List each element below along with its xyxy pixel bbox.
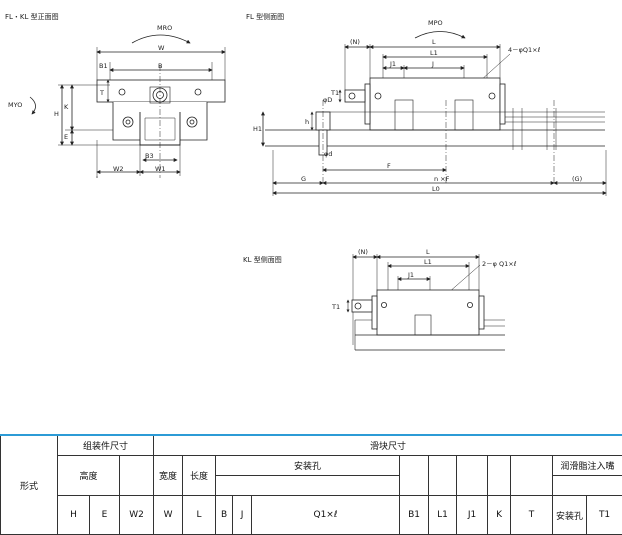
label-n: (N) xyxy=(350,38,360,46)
label-g: G xyxy=(301,175,306,183)
label-kl-j1: J1 xyxy=(407,271,414,279)
header-type: 形式 xyxy=(0,434,58,535)
col-l1: L1 xyxy=(428,495,458,535)
label-k: K xyxy=(64,103,69,111)
col-t: T xyxy=(510,495,554,535)
kl-side-view xyxy=(346,254,505,351)
header-blank-t xyxy=(510,455,554,496)
label-b: B xyxy=(158,62,162,70)
label-l: L xyxy=(432,38,436,46)
header-blank-l1 xyxy=(428,455,458,496)
label-h: H xyxy=(54,110,59,118)
fl-side-view-caption: FL 型侧面图 xyxy=(246,13,285,21)
header-grease-nipple: 润滑脂注入嘴 xyxy=(552,455,622,476)
label-h1: H1 xyxy=(253,125,262,133)
label-f: F xyxy=(387,162,391,170)
header-height: 高度 xyxy=(57,455,120,496)
label-kl-l1: L1 xyxy=(424,258,432,266)
col-h: H xyxy=(57,495,90,535)
label-j: J xyxy=(431,60,434,68)
header-blank-k xyxy=(487,455,512,496)
header-blank-j1 xyxy=(456,455,489,496)
front-view xyxy=(29,34,226,178)
header-mounting-hole: 安装孔 xyxy=(215,455,401,476)
col-lube-hole: 安装孔 xyxy=(552,495,588,535)
label-j1: J1 xyxy=(389,60,396,68)
fl-side-view-labels: MPO (N) L L1 J1 J 4－φQ1×ℓ T1 φD H1 h φd … xyxy=(253,19,582,193)
technical-drawings: MRO W B1 B T MYO H K E B3 W2 W1 xyxy=(8,19,607,351)
kl-side-view-labels: (N) L L1 J1 2－φ Q1×ℓ T1 xyxy=(331,248,517,311)
col-q1: Q1×ℓ xyxy=(251,495,401,535)
label-h-small: h xyxy=(305,118,309,126)
header-assembly-blank xyxy=(118,455,155,496)
label-t: T xyxy=(99,89,104,97)
label-g-right: (G) xyxy=(572,175,582,183)
label-kl-n: (N) xyxy=(358,248,368,256)
col-w: W xyxy=(153,495,184,535)
label-w: W xyxy=(158,44,165,52)
label-l1: L1 xyxy=(430,49,438,57)
col-b: B xyxy=(215,495,234,535)
col-e: E xyxy=(89,495,120,535)
label-kl-holes: 2－φ Q1×ℓ xyxy=(482,260,517,268)
label-t1: T1 xyxy=(330,89,339,97)
header-slider-dimensions: 滑块尺寸 xyxy=(153,434,622,456)
label-b1: B1 xyxy=(99,62,108,70)
label-phi-d-lower: φd xyxy=(324,150,332,158)
header-length: 长度 xyxy=(182,455,217,496)
spec-table: 形式 组装件尺寸 滑块尺寸 高度 宽度 长度 安装孔 润滑脂注入嘴 H E W2… xyxy=(0,434,622,535)
col-k: K xyxy=(487,495,512,535)
col-j: J xyxy=(232,495,253,535)
header-assembly-dimensions: 组装件尺寸 xyxy=(56,434,155,456)
label-e: E xyxy=(64,133,68,141)
fl-side-view xyxy=(261,31,607,196)
header-lube-blank xyxy=(552,475,622,496)
label-w1: W1 xyxy=(155,165,166,173)
label-phi-d-upper: φD xyxy=(323,96,332,104)
header-blank-b1 xyxy=(399,455,430,496)
label-mro: MRO xyxy=(157,24,172,32)
col-w2: W2 xyxy=(118,495,155,535)
label-w2: W2 xyxy=(113,165,124,173)
label-l0: L0 xyxy=(432,185,440,193)
front-view-caption: FL・KL 型正面图 xyxy=(5,13,59,21)
label-b3: B3 xyxy=(145,152,154,160)
col-t1: T1 xyxy=(586,495,622,535)
front-view-labels: MRO W B1 B T MYO H K E B3 W2 W1 xyxy=(8,24,172,173)
header-mount-blank xyxy=(215,475,401,496)
header-width: 宽度 xyxy=(153,455,184,496)
kl-side-view-caption: KL 型侧面图 xyxy=(243,256,282,264)
label-holes: 4－φQ1×ℓ xyxy=(508,46,541,54)
col-j1: J1 xyxy=(456,495,489,535)
label-mpo: MPO xyxy=(428,19,443,27)
label-nxf: n ×F xyxy=(434,175,450,183)
label-myo: MYO xyxy=(8,101,22,109)
label-kl-l: L xyxy=(426,248,430,256)
label-kl-t1: T1 xyxy=(331,303,340,311)
col-l: L xyxy=(182,495,217,535)
col-b1: B1 xyxy=(399,495,430,535)
